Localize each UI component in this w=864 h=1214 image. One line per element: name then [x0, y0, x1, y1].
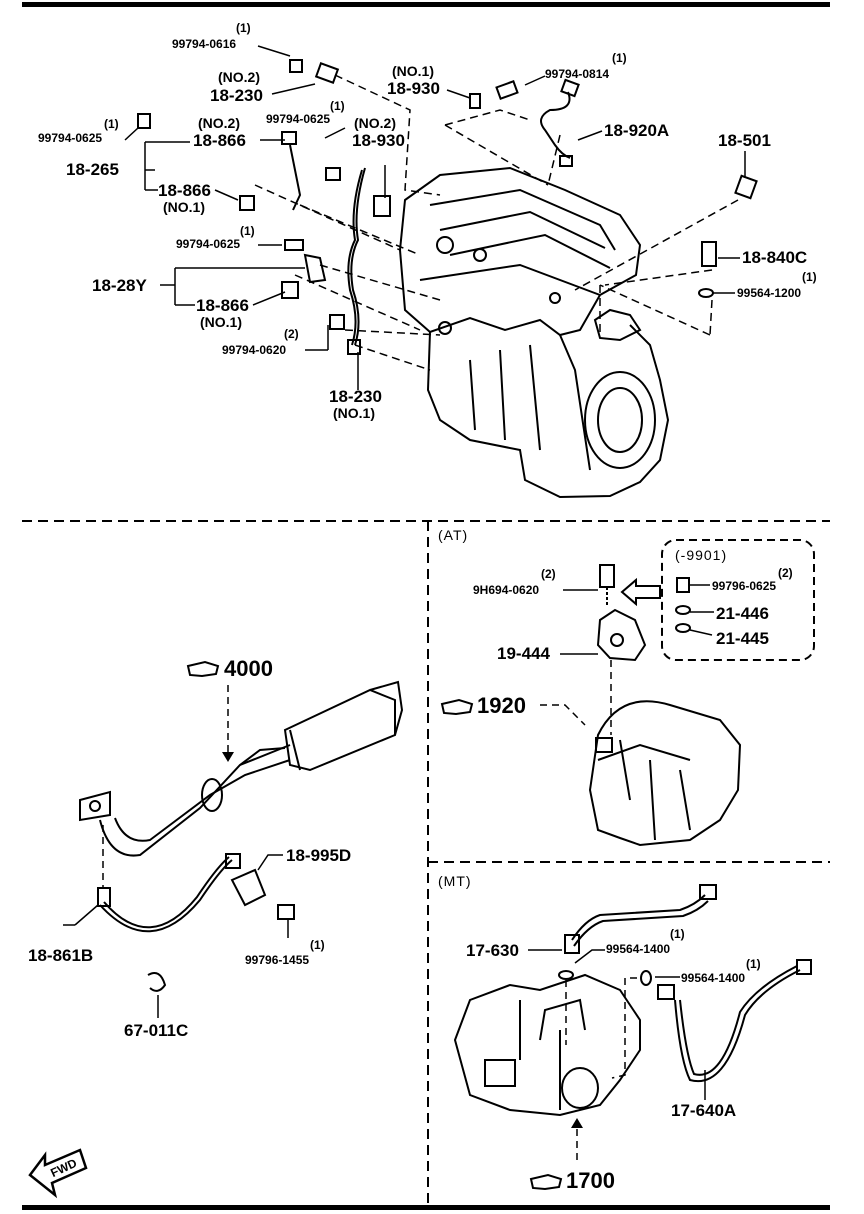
label-e5: 67-011C	[124, 1021, 189, 1040]
label-e4: 99796-1455	[245, 953, 310, 967]
label-no1d: (NO.1)	[333, 405, 375, 421]
label-m1: 17-630	[466, 941, 519, 960]
label-m3: 99564-1400	[606, 942, 671, 956]
exhaust-dashed	[102, 685, 229, 888]
label-p9: 18-920A	[604, 121, 670, 140]
label-p1: 99794-0616	[172, 37, 237, 51]
ref-4000: 4000	[224, 656, 273, 681]
label-q1: (1)	[236, 21, 251, 35]
label-a6: 21-446	[716, 604, 769, 623]
label-e3: (1)	[310, 938, 325, 952]
ref-1700: 1700	[566, 1168, 615, 1193]
label-e1: 18-995D	[286, 846, 352, 865]
exhaust-arrowhead	[222, 752, 234, 762]
label-p10: 18-501	[718, 131, 771, 150]
at-leaders	[560, 584, 714, 655]
label-m6: 17-640A	[671, 1101, 737, 1120]
label-a2: 9H694-0620	[473, 583, 540, 597]
section-at-title: (AT)	[438, 527, 469, 543]
label-q2: (1)	[612, 51, 627, 65]
label-p15: 99564-1200	[737, 286, 802, 300]
at-hollow-arrow	[620, 577, 661, 607]
label-m5: 99564-1400	[681, 971, 746, 985]
label-p14: 18-840C	[742, 248, 808, 267]
bottom-border	[22, 1205, 830, 1210]
label-no1a: (NO.1)	[392, 63, 434, 79]
engine-block	[398, 166, 670, 499]
top-border	[22, 2, 830, 7]
label-p19: 18-230	[329, 387, 382, 406]
label-q5: (1)	[240, 224, 255, 238]
label-p17: 18-866	[196, 296, 249, 315]
label-p13: 99794-0625	[176, 237, 241, 251]
label-no1c: (NO.1)	[200, 314, 242, 330]
label-p7: 99794-0625	[266, 112, 331, 126]
label-p16: 18-28Y	[92, 276, 147, 295]
at-transmission	[588, 564, 742, 847]
mt-dashed	[565, 977, 637, 1160]
label-a4: (2)	[778, 566, 793, 580]
mt-leaders	[528, 949, 706, 1100]
fwd-arrow	[28, 1148, 88, 1199]
label-a3: 19-444	[497, 644, 550, 663]
label-a7: 21-445	[716, 629, 769, 648]
top-parts	[137, 59, 758, 355]
label-p8: 18-930	[352, 131, 405, 150]
label-q6: (1)	[802, 270, 817, 284]
label-no1b: (NO.1)	[163, 199, 205, 215]
section-mt-title: (MT)	[438, 873, 472, 889]
label-p4: 99794-0814	[545, 67, 610, 81]
mt-arrowhead	[571, 1118, 583, 1128]
label-p18: 99794-0620	[222, 343, 287, 357]
label-m4: (1)	[746, 957, 761, 971]
label-no2a: (NO.2)	[218, 69, 260, 85]
label-q4: (1)	[330, 99, 345, 113]
top-leaders	[124, 45, 746, 390]
label-m2: (1)	[670, 927, 685, 941]
label-no2b: (NO.2)	[198, 115, 240, 131]
hand-icon-1920	[440, 698, 474, 716]
label-p3: 18-930	[387, 79, 440, 98]
top-dashed-connectors	[254, 74, 739, 371]
exhaust-assembly	[79, 680, 404, 992]
at-dashed	[540, 660, 612, 735]
label-p5: 99794-0625	[38, 131, 103, 145]
label-p12: 18-866	[158, 181, 211, 200]
ref-1920: 1920	[477, 693, 526, 718]
at-range-label: (-9901)	[675, 547, 728, 563]
exhaust-leaders	[63, 854, 289, 1018]
label-p11: 18-265	[66, 160, 119, 179]
label-q7: (2)	[284, 327, 299, 341]
label-p2: 18-230	[210, 86, 263, 105]
hand-icon-4000	[186, 660, 220, 678]
mt-transmission	[453, 884, 812, 1117]
label-p6: 18-866	[193, 131, 246, 150]
hand-icon-1700	[529, 1173, 563, 1191]
label-e2: 18-861B	[28, 946, 94, 965]
label-a5: 99796-0625	[712, 579, 777, 593]
label-a1: (2)	[541, 567, 556, 581]
label-no2c: (NO.2)	[354, 115, 396, 131]
label-q3: (1)	[104, 117, 119, 131]
